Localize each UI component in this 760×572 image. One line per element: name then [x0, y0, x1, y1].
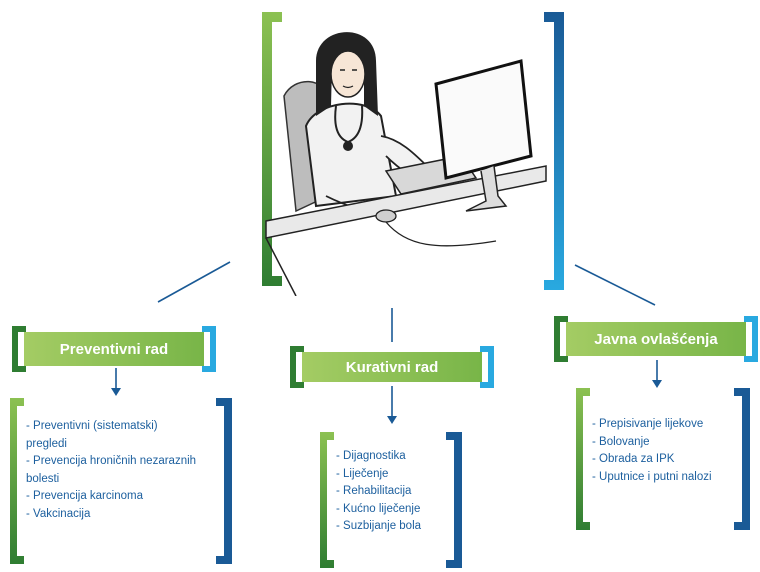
list-item: - Kućno liječenje — [336, 502, 421, 515]
right-bracket-icon — [544, 12, 564, 290]
section-title: Javna ovlašćenja — [594, 330, 718, 348]
list-item: bolesti — [26, 472, 60, 485]
list-brackets-3 — [576, 388, 750, 530]
header-frame-3 — [554, 316, 758, 362]
section-header-preventivni: Preventivni rad — [24, 332, 204, 366]
section-header-kurativni: Kurativni rad — [302, 352, 482, 382]
list-kurativni: - Dijagnostika - Liječenje - Rehabilitac… — [336, 448, 421, 536]
list-brackets-2 — [320, 432, 462, 568]
header-frame-2 — [290, 346, 494, 388]
list-item: - Prepisivanje lijekove — [592, 418, 704, 430]
list-item: - Prevencija karcinoma — [26, 490, 143, 502]
list-item: - Suzbijanje bola — [336, 520, 422, 532]
list-item: - Liječenje — [336, 467, 389, 480]
section-header-javna: Javna ovlašćenja — [566, 322, 746, 356]
list-item: - Preventivni (sistematski) — [26, 420, 158, 432]
left-bracket-icon — [262, 12, 282, 286]
list-item: - Uputnice i putni nalozi — [592, 470, 712, 483]
list-item: - Bolovanje — [592, 435, 650, 448]
list-item: - Vakcinacija — [26, 507, 91, 520]
list-preventivni: - Preventivni (sistematski) pregledi - P… — [26, 418, 196, 523]
doctor-illustration — [262, 12, 564, 296]
list-javna: - Prepisivanje lijekove - Bolovanje - Ob… — [592, 416, 712, 486]
list-brackets-1 — [10, 398, 232, 564]
section-title: Preventivni rad — [59, 340, 169, 358]
list-item: - Prevencija hroničnih nezaraznih — [26, 455, 197, 467]
section-title: Kurativni rad — [345, 358, 439, 376]
header-frame-1 — [12, 326, 216, 372]
list-item: - Dijagnostika — [336, 450, 406, 462]
list-item: pregledi — [26, 437, 67, 450]
list-item: - Rehabilitacija — [336, 485, 412, 497]
list-item: - Obrada za IPK — [592, 453, 675, 465]
